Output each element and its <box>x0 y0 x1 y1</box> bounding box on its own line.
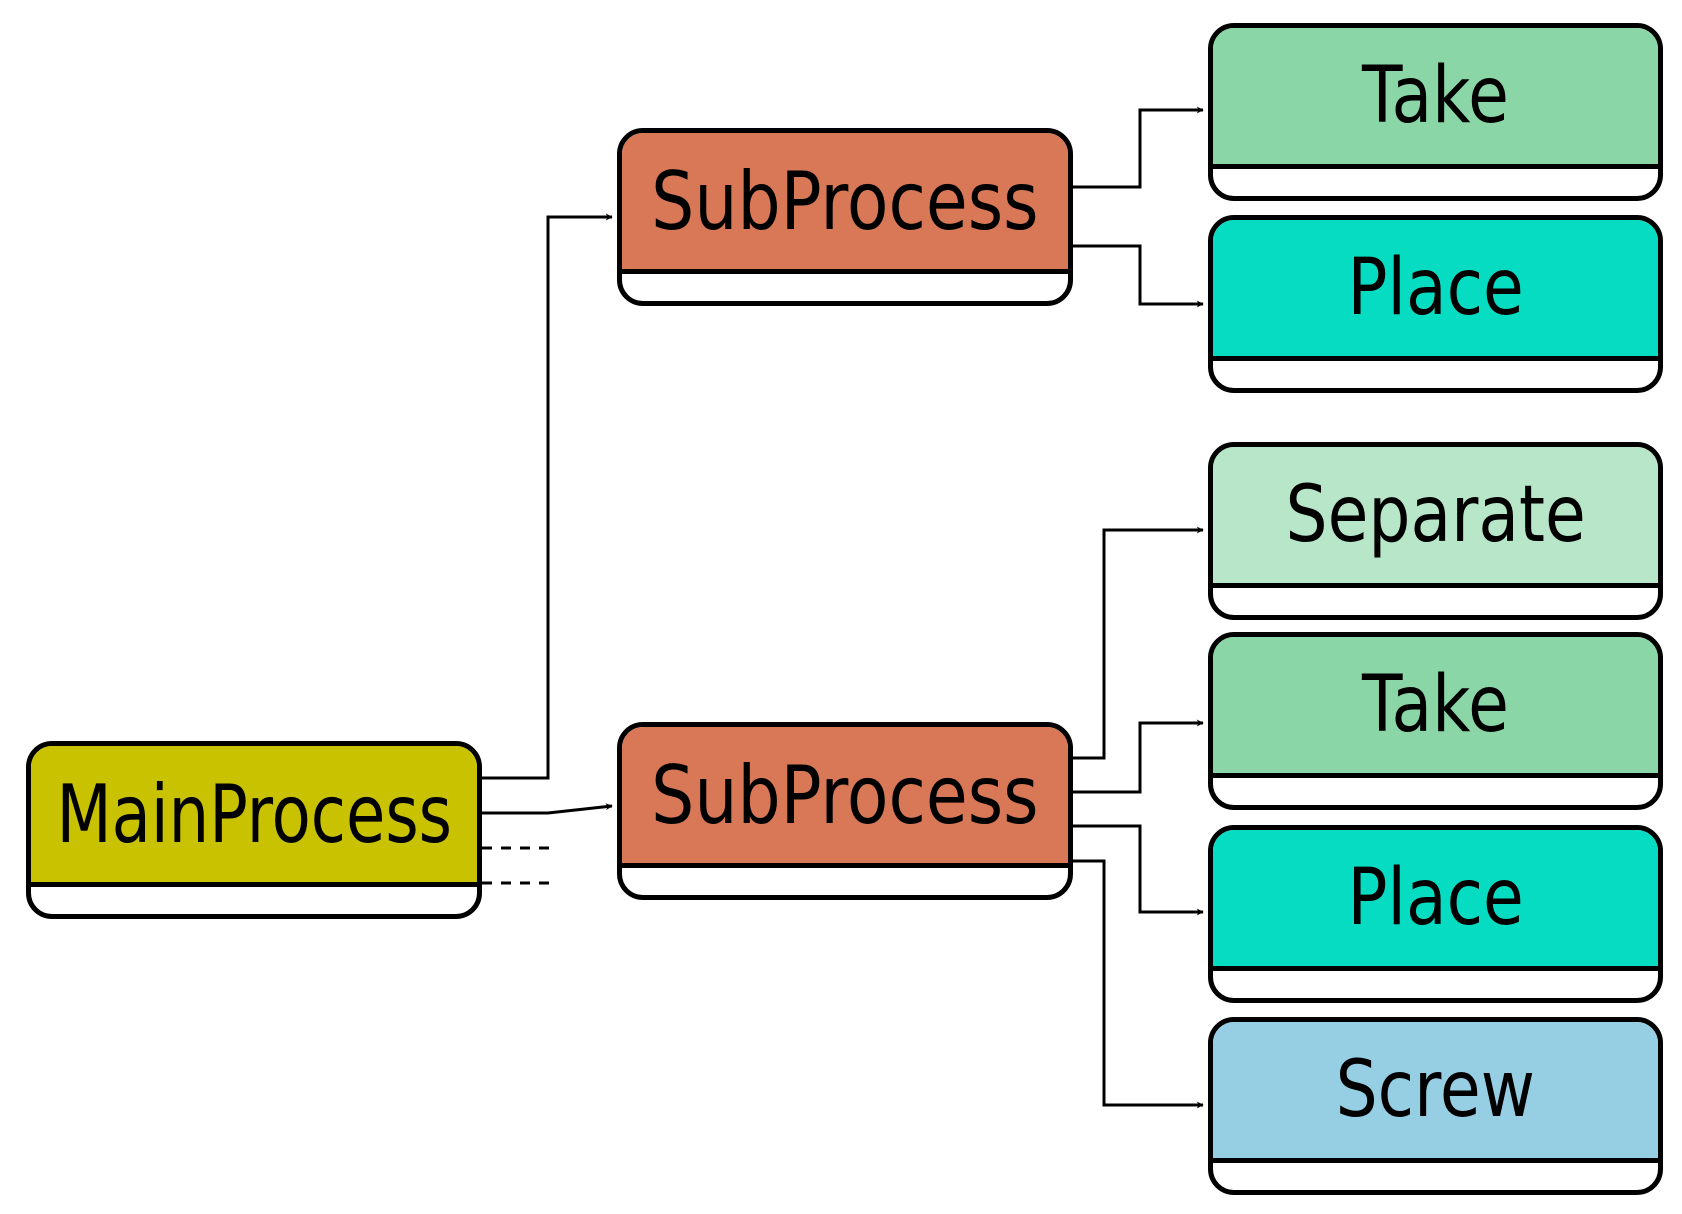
edge-main-to-sub1 <box>482 213 613 780</box>
edge-sub2-to-take2 <box>1073 719 1204 794</box>
subprocess-1-label: SubProcess <box>651 154 1039 248</box>
take-node-1[interactable]: Take <box>1208 23 1663 201</box>
edge-sub1-to-place1 <box>1073 244 1204 308</box>
place-2-header: Place <box>1213 830 1658 971</box>
separate-label: Separate <box>1285 470 1586 560</box>
separate-node[interactable]: Separate <box>1208 442 1663 620</box>
subprocess-node-2[interactable]: SubProcess <box>617 722 1073 900</box>
place-node-1[interactable]: Place <box>1208 215 1663 393</box>
take-1-label: Take <box>1362 51 1509 141</box>
place-node-2[interactable]: Place <box>1208 825 1663 1003</box>
edge-sub2-to-separate <box>1073 526 1204 760</box>
screw-label: Screw <box>1335 1045 1536 1135</box>
subprocess-2-header: SubProcess <box>622 727 1068 868</box>
take-node-2[interactable]: Take <box>1208 632 1663 810</box>
screw-node[interactable]: Screw <box>1208 1017 1663 1195</box>
take-2-header: Take <box>1213 637 1658 778</box>
subprocess-2-label: SubProcess <box>651 748 1039 842</box>
place-1-header: Place <box>1213 220 1658 361</box>
edge-sub2-to-screw <box>1073 859 1204 1109</box>
edge-sub2-to-place2 <box>1073 824 1204 916</box>
main-process-header: MainProcess <box>31 746 477 887</box>
take-1-header: Take <box>1213 28 1658 169</box>
main-process-label: MainProcess <box>56 767 452 861</box>
take-2-label: Take <box>1362 660 1509 750</box>
place-2-label: Place <box>1347 853 1524 943</box>
edge-main-to-sub2 <box>482 803 613 815</box>
edge-sub1-to-take1 <box>1073 106 1204 189</box>
subprocess-1-header: SubProcess <box>622 133 1068 274</box>
main-process-node[interactable]: MainProcess <box>26 741 482 919</box>
subprocess-node-1[interactable]: SubProcess <box>617 128 1073 306</box>
separate-header: Separate <box>1213 447 1658 588</box>
place-1-label: Place <box>1347 243 1524 333</box>
screw-header: Screw <box>1213 1022 1658 1163</box>
